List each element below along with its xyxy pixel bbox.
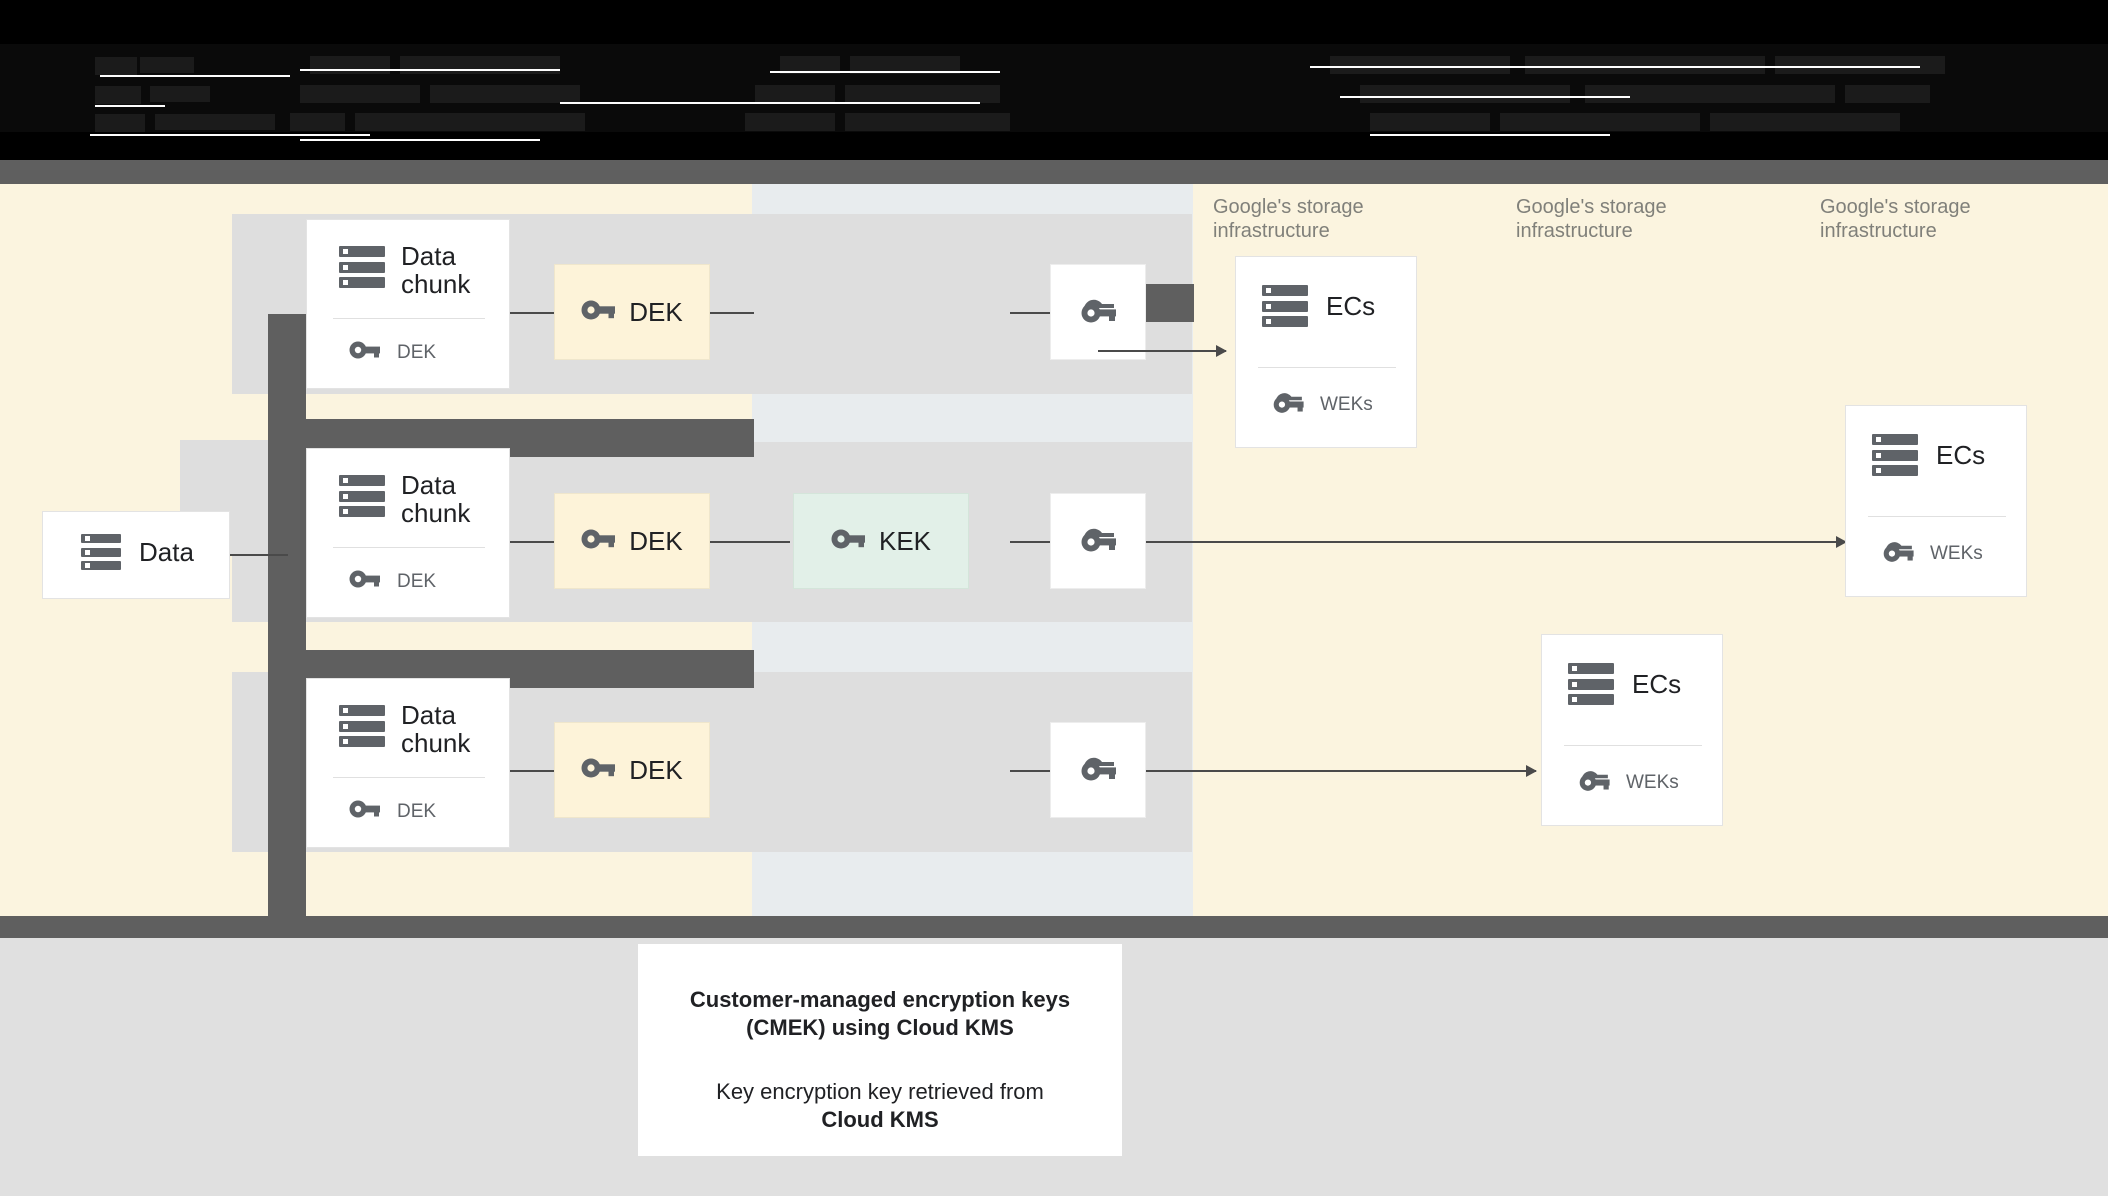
wrapped-key-box-3[interactable] [1050,722,1146,818]
dek-box-2[interactable]: DEK [554,493,710,589]
storage-key-label: WEKs [1320,393,1373,415]
connector-source-to-bracket [230,554,288,556]
wrapped-key-icon [1270,389,1306,420]
key-icon [581,528,616,555]
server-icon [339,705,385,747]
connector-center-wek3 [1010,770,1054,772]
storage-key-label: WEKs [1626,771,1679,793]
card-divider [333,318,485,319]
kek-label: KEK [878,525,932,556]
caption-body-line1: Key encryption key retrieved from [716,1079,1044,1104]
chunk-card-2[interactable]: Data chunk DEK [306,448,510,618]
caption-body-line2: Cloud KMS [638,1106,1122,1134]
dek-box-3[interactable]: DEK [554,722,710,818]
arrow-wek1-to-storage1 [1098,345,1227,357]
key-icon [349,799,381,824]
kek-box[interactable]: KEK [793,493,969,589]
connector-chunk3-dek3 [510,770,554,772]
wrapped-key-icon [1078,295,1118,330]
card-divider [1258,367,1396,368]
source-label: Data [139,537,194,567]
server-icon [339,475,385,517]
header-text-area [0,44,2108,141]
chunk-key-label: DEK [397,341,437,363]
caption-body-line2-text: Cloud KMS [821,1107,939,1132]
chunk-card-1[interactable]: Data chunk DEK [306,219,510,389]
key-icon [581,299,616,326]
chunk-card-3[interactable]: Data chunk DEK [306,678,510,848]
wrapped-key-icon [1078,753,1118,788]
server-icon [339,246,385,288]
wrapped-key-icon [1880,538,1916,569]
storage-card-3[interactable]: ECs WEKs [1845,405,2027,597]
caption-top-bar [0,916,2108,938]
wrapped-key-box-1[interactable] [1050,264,1146,360]
connector-chunk1-dek1 [510,312,554,314]
infra-label-1: Google's storage infrastructure [1213,196,1364,242]
chunk-key-label: DEK [397,800,437,822]
caption-title-line1: Customer-managed encryption keys [689,987,1071,1012]
card-divider [1868,516,2006,517]
card-divider [333,777,485,778]
storage-title: ECs [1936,440,1986,470]
dek-label: DEK [629,296,683,327]
server-icon [81,534,121,570]
storage-card-2[interactable]: ECs WEKs [1541,634,1723,826]
infra-label-2: Google's storage infrastructure [1516,196,1667,242]
caption-box: Customer-managed encryption keys (CMEK) … [638,944,1122,1156]
server-icon [1262,285,1308,327]
caption-title-line2: (CMEK) using Cloud KMS [746,1015,1014,1040]
wrapped-key-icon [1576,767,1612,798]
bracket-vertical [268,314,306,954]
card-divider [1564,745,1702,746]
connector-dek2-kek [710,541,790,543]
storage-card-1[interactable]: ECs WEKs [1235,256,1417,448]
chunk-title: Data chunk [401,470,471,528]
storage-key-label: WEKs [1930,542,1983,564]
wrapped-key-icon [1078,524,1118,559]
infra-label-3: Google's storage infrastructure [1820,196,1971,242]
key-icon [349,340,381,365]
server-icon [1568,663,1614,705]
dek-box-1[interactable]: DEK [554,264,710,360]
connector-dek1-wek1 [710,312,754,314]
chunk-key-label: DEK [397,570,437,592]
arrow-wek2-to-storage3 [1146,536,1847,548]
arrow-wek3-to-storage2 [1146,765,1537,777]
connector-center-wek1 [1010,312,1054,314]
header-divider-bar [0,160,2108,184]
chunk-title: Data chunk [401,241,471,299]
key-icon [349,569,381,594]
card-divider [333,547,485,548]
diagram-canvas: Data Data chunk DEK DEK [0,184,2108,954]
obscured-header [0,0,2108,160]
connector-chunk2-dek2 [510,541,554,543]
source-card[interactable]: Data [42,511,230,599]
key-icon [581,757,616,784]
dek-label: DEK [629,754,683,785]
key-icon [831,528,865,555]
storage-title: ECs [1632,669,1682,699]
dek-label: DEK [629,525,683,556]
storage-title: ECs [1326,291,1376,321]
server-icon [1872,434,1918,476]
chunk-title: Data chunk [401,700,471,758]
connector-kek-wek2 [1010,541,1054,543]
wrapped-key-box-2[interactable] [1050,493,1146,589]
